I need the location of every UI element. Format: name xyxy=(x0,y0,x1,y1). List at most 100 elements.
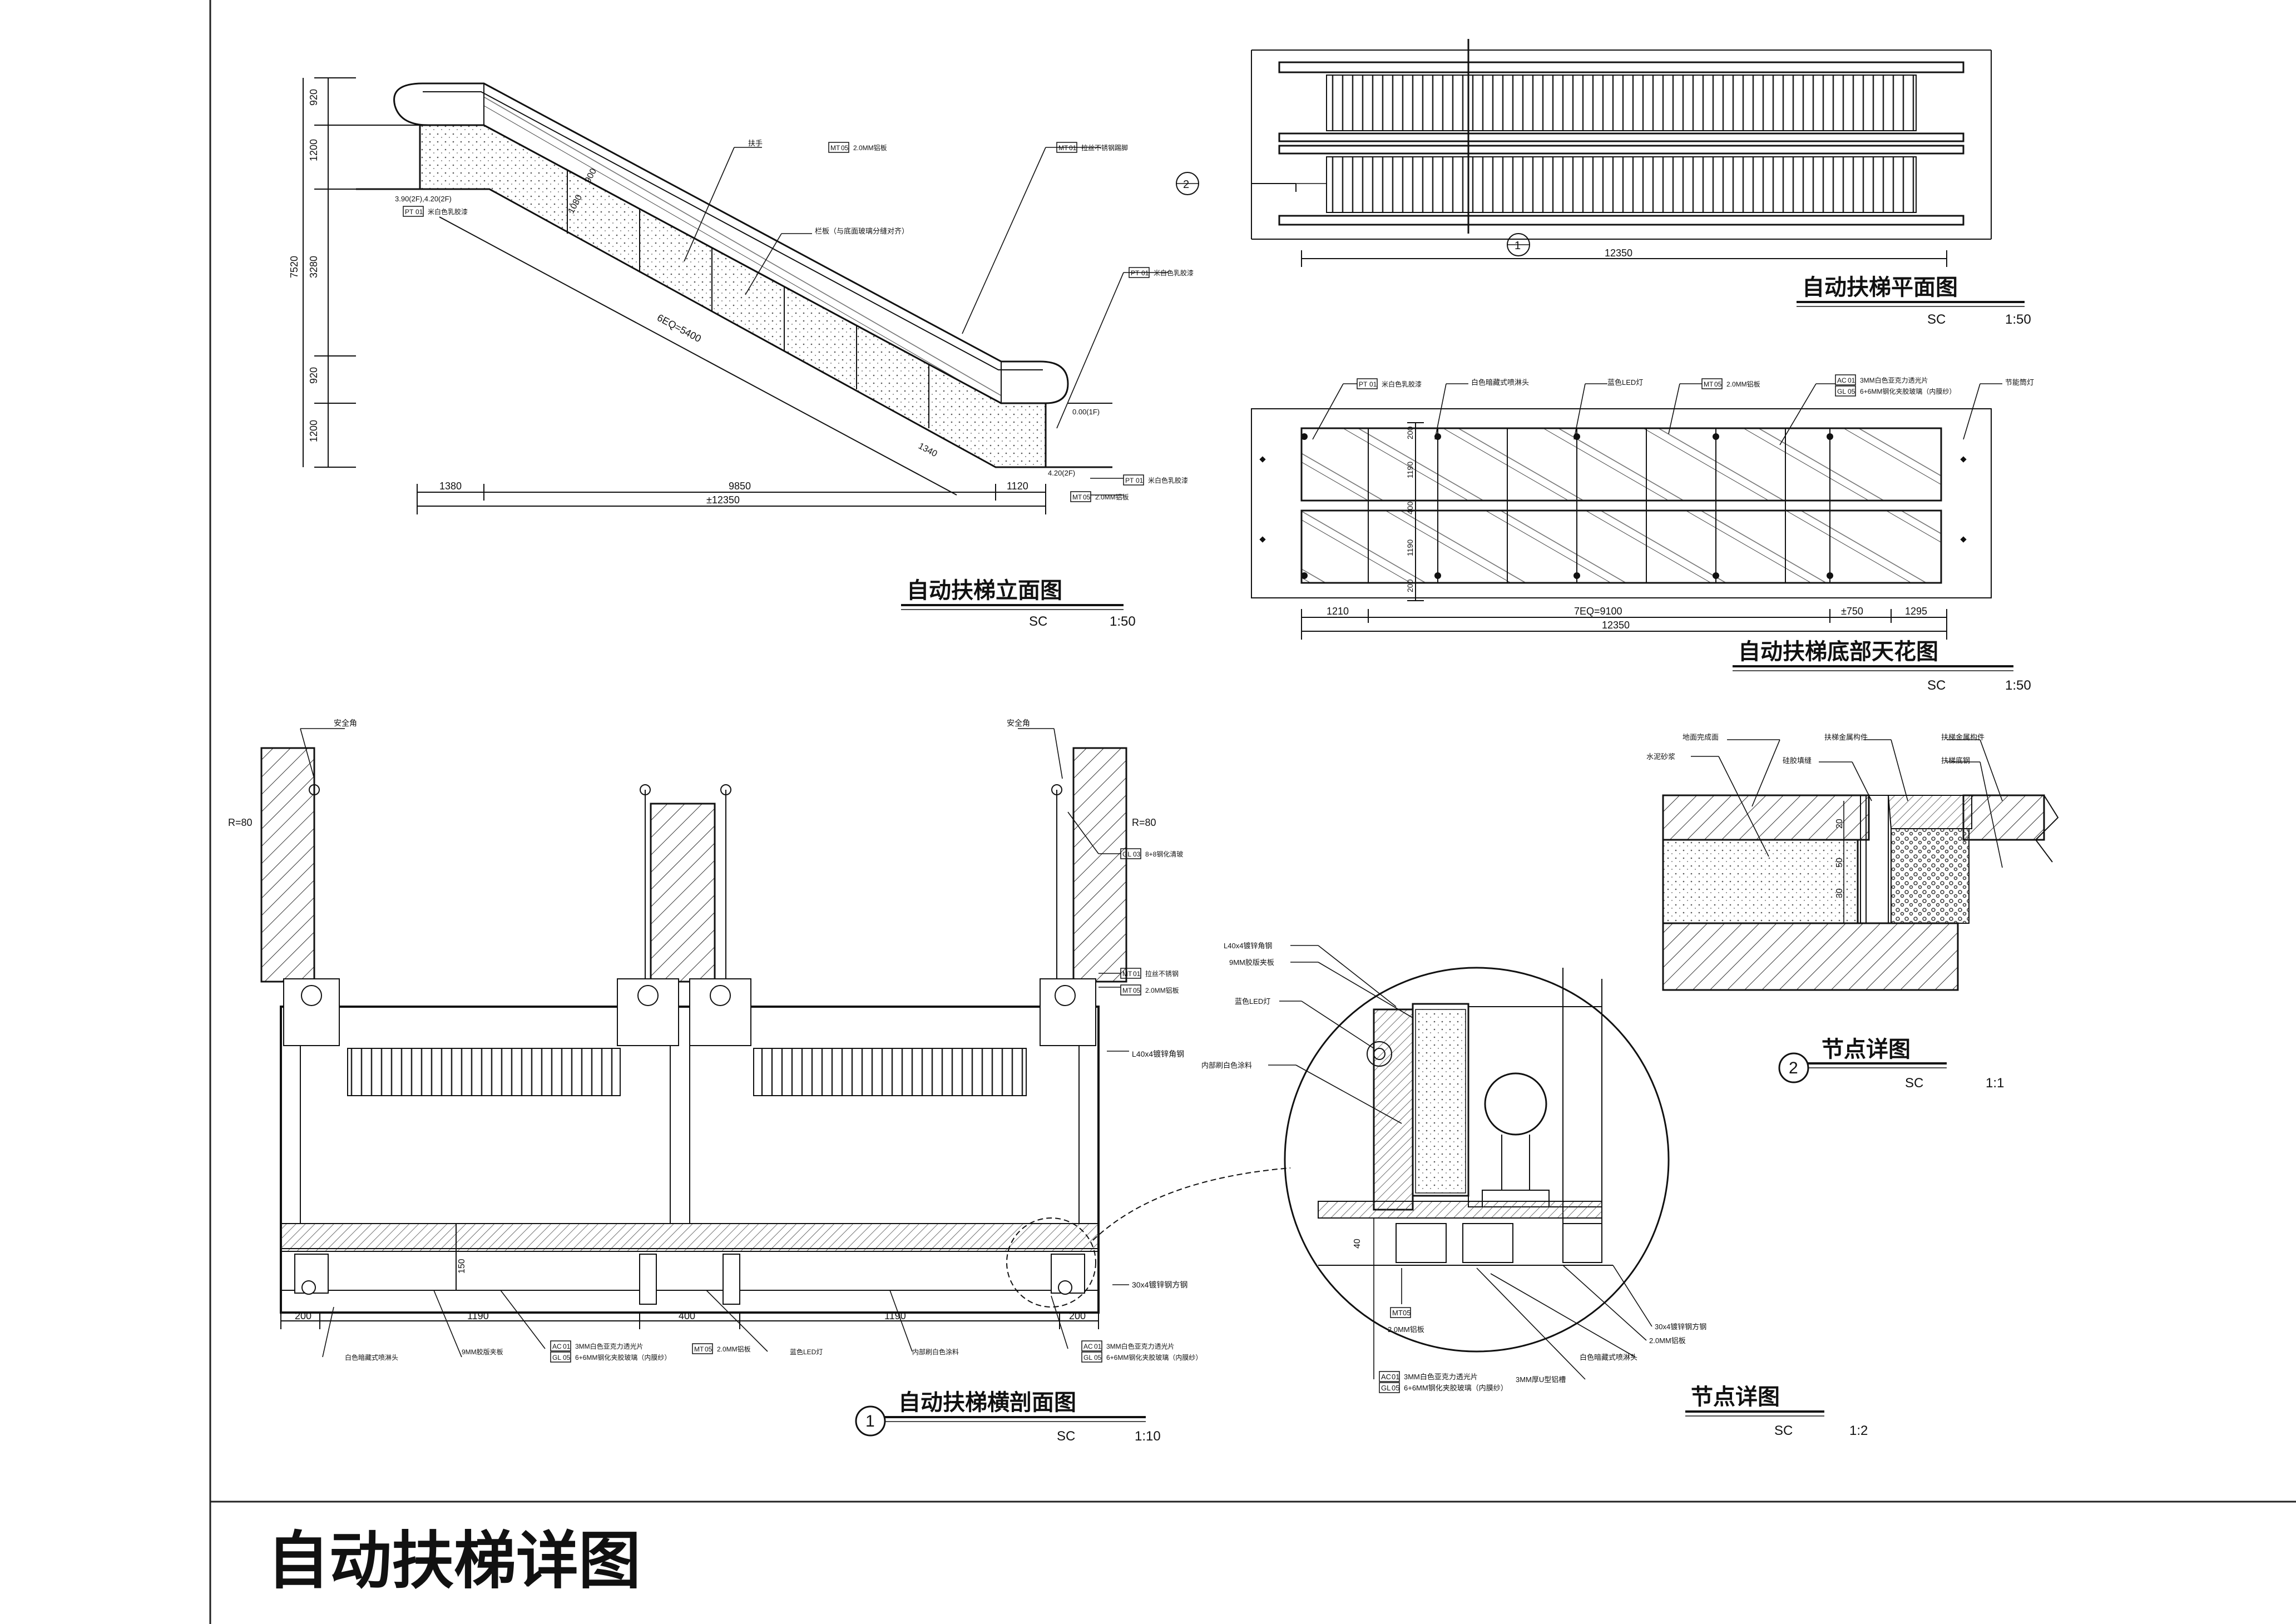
dim-end: 1340 xyxy=(917,442,938,459)
svg-text:米白色乳胶漆: 米白色乳胶漆 xyxy=(1148,476,1188,484)
node2-texts: 地面完成面 水泥砂浆 硅胶填缝 扶梯金属构件 扶梯金属构件 扶梯底钢 20 50… xyxy=(1646,733,2004,1091)
svg-text:01: 01 xyxy=(1392,1373,1399,1381)
dim-left-3: 3280 xyxy=(308,256,319,278)
node2-marker: 2 xyxy=(1789,1059,1798,1077)
level-2f: 3.90(2F),4.20(2F) xyxy=(395,195,452,203)
plan-dim: 12350 xyxy=(1605,247,1632,259)
ceiling-texts: 1210 7EQ=9100 ±750 1295 12350 200 1190 4… xyxy=(1327,374,2034,693)
section-radius-left: R=80 xyxy=(228,817,253,828)
section-note-safety-right: 安全角 xyxy=(1007,719,1030,727)
node2-title: 节点详图 xyxy=(1822,1037,1911,1062)
svg-text:05: 05 xyxy=(1133,987,1141,994)
node2-dim-20: 20 xyxy=(1835,819,1844,829)
section-dim-1: 200 xyxy=(295,1310,311,1321)
dim-left-total: 7520 xyxy=(289,256,300,278)
svg-text:拉丝不锈钢: 拉丝不锈钢 xyxy=(1145,969,1179,978)
svg-text:03: 03 xyxy=(1133,850,1141,858)
svg-text:MT: MT xyxy=(1122,970,1132,978)
svg-text:MT: MT xyxy=(1122,987,1132,994)
svg-text:GL: GL xyxy=(1837,388,1846,395)
svg-text:01: 01 xyxy=(1141,269,1149,277)
svg-text:AC: AC xyxy=(1837,377,1847,384)
node2-dim-50: 50 xyxy=(1835,858,1844,868)
svg-text:GL: GL xyxy=(1381,1384,1391,1392)
node1-note-channel: 3MM厚U型铝槽 xyxy=(1516,1375,1566,1384)
svg-text:6+6MM钢化夹胶玻璃（内膜纱）: 6+6MM钢化夹胶玻璃（内膜纱） xyxy=(1106,1353,1202,1361)
svg-text:米白色乳胶漆: 米白色乳胶漆 xyxy=(1154,269,1194,277)
svg-text:2.0MM铝板: 2.0MM铝板 xyxy=(1095,493,1129,501)
ceiling-dim-1: 1210 xyxy=(1327,606,1349,617)
svg-text:MT: MT xyxy=(830,144,840,152)
level-1f: 0.00(1F) xyxy=(1072,408,1100,416)
node1-note-paint: 内部刷白色涂料 xyxy=(1201,1061,1252,1070)
node2-note-mortar: 水泥砂浆 xyxy=(1646,752,1675,761)
node2-code: SC xyxy=(1905,1076,1923,1091)
svg-text:2.0MM铝板: 2.0MM铝板 xyxy=(1726,380,1760,388)
plan-texts: 2 1 12350 自动扶梯平面图 SC 1:50 xyxy=(1183,179,2031,327)
svg-text:05: 05 xyxy=(1403,1309,1411,1317)
section-note-safety-left: 安全角 xyxy=(334,719,357,727)
svg-text:PT: PT xyxy=(1131,269,1140,277)
plan-marker-1: 1 xyxy=(1515,240,1521,252)
level-2f-b: 4.20(2F) xyxy=(1048,469,1075,477)
svg-text:米白色乳胶漆: 米白色乳胶漆 xyxy=(1382,380,1422,388)
svg-text:MT: MT xyxy=(1392,1309,1403,1317)
svg-text:6+6MM钢化夹胶玻璃（内膜纱）: 6+6MM钢化夹胶玻璃（内膜纱） xyxy=(1860,387,1956,395)
escalator-cross-section xyxy=(260,728,1291,1358)
node-detail-2 xyxy=(1662,739,2059,991)
svg-text:05: 05 xyxy=(1094,1354,1102,1361)
node2-scale: 1:1 xyxy=(1986,1076,2004,1091)
section-dim-150: 150 xyxy=(457,1259,467,1274)
node1-code: SC xyxy=(1774,1423,1793,1438)
section-dim-5: 200 xyxy=(1069,1310,1086,1321)
svg-text:01: 01 xyxy=(1369,380,1377,388)
section-texts: 安全角 安全角 R=80 R=80 150 200 1190 400 1190 … xyxy=(228,719,1202,1444)
section-title: 自动扶梯横剖面图 xyxy=(898,1390,1076,1415)
elevation-code: SC xyxy=(1029,614,1047,629)
dim-bottom-3: 1120 xyxy=(1007,481,1028,492)
node1-dim-40: 40 xyxy=(1353,1239,1362,1249)
svg-text:2.0MM铝板: 2.0MM铝板 xyxy=(1145,986,1179,994)
section-note-tube: 30x4镀锌钢方钢 xyxy=(1132,1280,1187,1289)
node2-dim-30: 30 xyxy=(1835,888,1844,898)
svg-text:AC: AC xyxy=(1083,1343,1093,1350)
ceiling-note-led: 蓝色LED灯 xyxy=(1607,378,1643,387)
note-glass: 栏板（与底面玻璃分缝对齐） xyxy=(815,227,909,235)
section-note-plywood: 9MM胶版夹板 xyxy=(462,1348,503,1356)
svg-text:05: 05 xyxy=(1714,380,1722,388)
ceiling-dim-4: 1295 xyxy=(1905,606,1927,617)
plan-code: SC xyxy=(1927,312,1946,327)
dim-bottom-1: 1380 xyxy=(439,481,462,492)
svg-text:8+8钢化清玻: 8+8钢化清玻 xyxy=(1145,850,1183,858)
ceiling-dim-left-2: 1190 xyxy=(1406,462,1414,478)
escalator-ceiling xyxy=(1251,383,2002,640)
svg-text:2.0MM铝板: 2.0MM铝板 xyxy=(717,1345,751,1353)
svg-text:05: 05 xyxy=(1392,1384,1399,1392)
dim-bottom-2: 9850 xyxy=(729,481,751,492)
dim-left-1: 920 xyxy=(308,89,319,106)
elevation-title: 自动扶梯立面图 xyxy=(907,578,1062,603)
svg-text:AC: AC xyxy=(552,1343,562,1350)
section-radius-right: R=80 xyxy=(1132,817,1156,828)
node1-tag-bottom-text: 2.0MM铝板 xyxy=(1388,1325,1424,1334)
elevation-title-block: 自动扶梯立面图 SC 1:50 xyxy=(901,578,1136,629)
node2-note-bottom-steel: 扶梯底钢 xyxy=(1941,756,1970,765)
node1-note-tube: 30x4镀锌钢方钢 xyxy=(1655,1323,1706,1331)
sheet-title: 自动扶梯详图 xyxy=(267,1525,641,1597)
svg-text:MT: MT xyxy=(1058,144,1068,152)
svg-text:GL: GL xyxy=(552,1354,561,1361)
ceiling-dim-left-1: 200 xyxy=(1406,426,1414,439)
sheet-frame xyxy=(209,0,2296,1624)
node2-note-metal-1: 扶梯金属构件 xyxy=(1824,733,1868,741)
ceiling-title: 自动扶梯底部天花图 xyxy=(1738,639,1938,665)
node-detail-circle xyxy=(1268,945,1670,1380)
dim-slope: 6EQ=5400 xyxy=(655,312,703,344)
svg-text:05: 05 xyxy=(563,1354,571,1361)
section-note-led: 蓝色LED灯 xyxy=(790,1348,823,1356)
svg-text:3MM白色亚克力透光片: 3MM白色亚克力透光片 xyxy=(1106,1342,1175,1350)
section-scale: 1:10 xyxy=(1135,1429,1161,1444)
svg-text:01: 01 xyxy=(1069,144,1077,152)
svg-text:6+6MM钢化夹胶玻璃（内膜纱）: 6+6MM钢化夹胶玻璃（内膜纱） xyxy=(575,1353,671,1361)
svg-text:3MM白色亚克力透光片: 3MM白色亚克力透光片 xyxy=(575,1342,644,1350)
